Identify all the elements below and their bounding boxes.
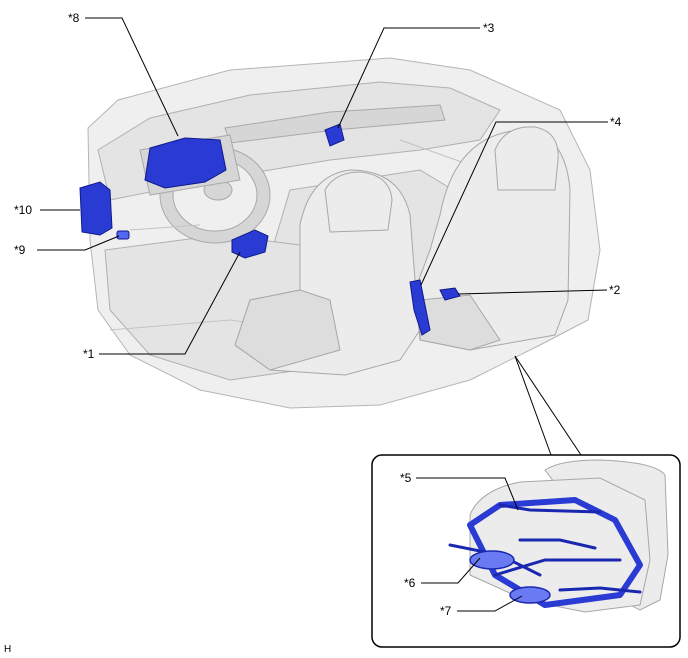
callout-6: *6 bbox=[404, 576, 416, 590]
callout-7: *7 bbox=[440, 604, 452, 618]
callout-1: *1 bbox=[83, 347, 95, 361]
component-4-buckle bbox=[409, 279, 431, 336]
component-10-module bbox=[79, 181, 113, 236]
component-3-sensor bbox=[324, 123, 345, 147]
component-7-sensor-mat bbox=[509, 586, 551, 604]
vehicle-interior-illustration bbox=[87, 57, 601, 409]
component-8-combination-meter bbox=[144, 137, 227, 189]
callout-3: *3 bbox=[483, 21, 495, 35]
leader-lines bbox=[37, 17, 608, 456]
callout-5: *5 bbox=[400, 471, 412, 485]
component-1-ecu bbox=[231, 229, 269, 259]
seat-frame-detail-inset bbox=[371, 454, 681, 648]
callout-9: *9 bbox=[14, 243, 26, 257]
highlighted-components bbox=[79, 123, 461, 336]
callout-4: *4 bbox=[610, 115, 622, 129]
callout-8: *8 bbox=[68, 11, 80, 25]
corner-mark: H bbox=[4, 644, 11, 655]
callout-2: *2 bbox=[609, 283, 621, 297]
callout-labels: *8 *3 *4 *10 *9 *2 *1 *5 *6 *7 H bbox=[4, 11, 622, 655]
component-6-sensor-mat bbox=[469, 550, 515, 570]
component-2-unit bbox=[439, 287, 461, 301]
component-9-sensor bbox=[116, 230, 130, 240]
callout-10: *10 bbox=[14, 203, 32, 217]
